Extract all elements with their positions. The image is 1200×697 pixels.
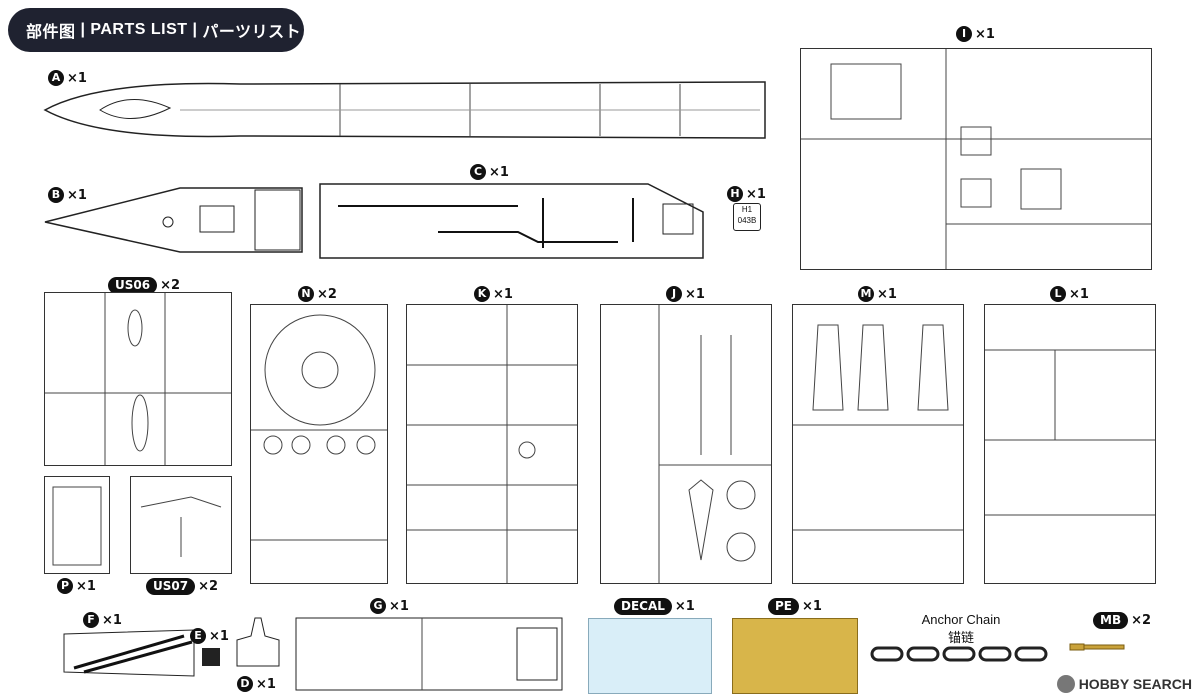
sprue-j xyxy=(600,304,772,584)
sprue-p xyxy=(44,476,110,574)
part-label-j: J×1 xyxy=(666,286,705,302)
part-label-m: M×1 xyxy=(858,286,897,302)
watermark: HOBBY SEARCH xyxy=(1056,675,1192,693)
part-label-e: E×1 xyxy=(190,628,229,644)
title-sep-2: | xyxy=(187,21,203,38)
part-label-p: P×1 xyxy=(57,578,96,594)
page-title: 部件图 | PARTS LIST | パーツリスト xyxy=(8,8,304,52)
title-sep-1: | xyxy=(75,21,91,38)
title-jp-kana: パーツリスト xyxy=(202,24,302,41)
photo-etch-sheet xyxy=(732,618,858,694)
part-label-l: L×1 xyxy=(1050,286,1089,302)
part-f xyxy=(63,629,195,677)
hull-part-a xyxy=(43,81,766,139)
part-label-c: C×1 xyxy=(470,164,509,180)
anchor-chain xyxy=(870,646,1048,662)
part-label-n: N×2 xyxy=(298,286,337,302)
sprue-us07 xyxy=(130,476,232,574)
part-label-d: D×1 xyxy=(237,676,276,692)
sprue-m xyxy=(792,304,964,584)
part-label-decal: DECAL×1 xyxy=(614,598,695,615)
part-label-i: I×1 xyxy=(956,26,995,42)
part-d xyxy=(236,617,280,667)
part-label-mb: MB×2 xyxy=(1093,612,1151,629)
part-e xyxy=(202,648,220,666)
deck-part-b xyxy=(44,187,303,253)
part-label-b: B×1 xyxy=(48,187,87,203)
part-label-k: K×1 xyxy=(474,286,513,302)
part-label-g: G×1 xyxy=(370,598,409,614)
part-g xyxy=(295,617,563,691)
deck-part-c xyxy=(319,183,704,259)
title-en: PARTS LIST xyxy=(90,21,188,38)
sprue-i xyxy=(800,48,1152,270)
sprue-n xyxy=(250,304,388,584)
title-jp: 部件图 xyxy=(26,24,76,41)
part-label-f: F×1 xyxy=(83,612,122,628)
part-label-h: H×1 xyxy=(727,186,766,202)
metal-barrel xyxy=(1069,643,1125,651)
part-label-us06: US06×2 xyxy=(108,277,180,294)
part-label-a: A×1 xyxy=(48,70,87,86)
part-label-pe: PE×1 xyxy=(768,598,822,615)
sprue-us06 xyxy=(44,292,232,466)
part-label-us07: US07×2 xyxy=(146,578,218,595)
sprue-l xyxy=(984,304,1156,584)
sprue-k xyxy=(406,304,578,584)
hobby-search-logo-icon xyxy=(1056,675,1075,693)
decal-sheet xyxy=(588,618,712,694)
